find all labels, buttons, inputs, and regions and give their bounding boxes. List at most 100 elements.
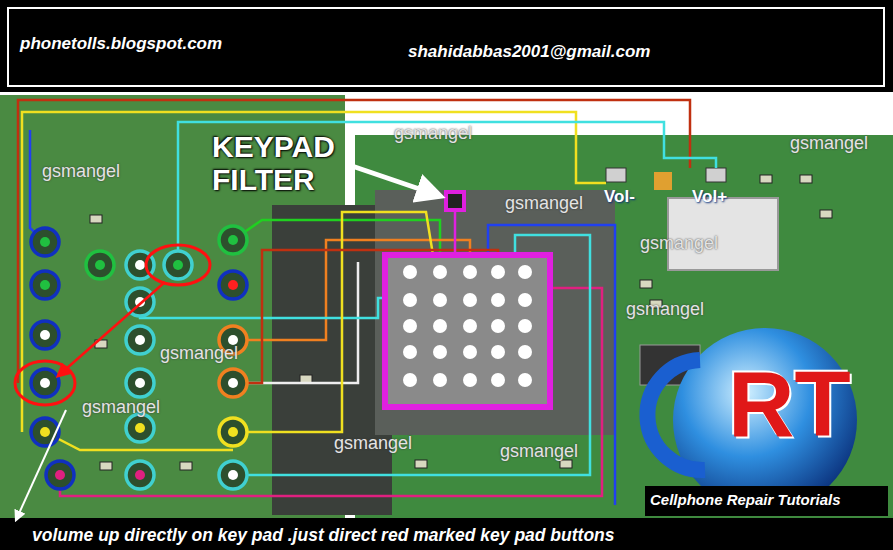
pad-ring	[219, 271, 247, 299]
ball-pad	[463, 265, 477, 279]
chip-area	[375, 190, 615, 435]
pad-ring	[126, 461, 154, 489]
logo-letters: RT	[728, 358, 851, 450]
ball-pad	[491, 373, 505, 387]
pad-ring	[219, 461, 247, 489]
pad-center	[228, 280, 238, 290]
ball-pad	[463, 293, 477, 307]
pad-center	[135, 470, 145, 480]
keypad-pad	[126, 461, 154, 489]
keypad-pad	[31, 418, 59, 446]
pcb-trace	[233, 262, 358, 383]
pcb-trace	[233, 235, 590, 475]
smd-part	[100, 462, 112, 470]
ball-pad	[403, 345, 417, 359]
pad-ring	[126, 326, 154, 354]
pad-ring	[31, 418, 59, 446]
watermark: gsmangel	[500, 442, 578, 462]
pointer-arrow	[16, 410, 66, 520]
pad-center	[135, 423, 145, 433]
pad-center	[40, 378, 50, 388]
ball-pad	[403, 373, 417, 387]
red-mark	[146, 245, 210, 285]
pad-center	[135, 335, 145, 345]
keypad-pads	[31, 226, 247, 489]
ball-pad	[433, 293, 447, 307]
pad-ring	[219, 226, 247, 254]
connector-strip	[272, 205, 392, 515]
note: volume up directly on key pad .just dire…	[32, 526, 615, 545]
ball-pad	[433, 319, 447, 333]
ball-pad	[433, 265, 447, 279]
ball-pad	[403, 293, 417, 307]
ball-pad	[491, 345, 505, 359]
logo-globe	[673, 328, 857, 512]
ball-pad	[403, 319, 417, 333]
watermark: gsmangel	[82, 398, 160, 418]
header-ground	[0, 0, 893, 92]
keypad-pad	[46, 461, 74, 489]
pad-ring	[219, 369, 247, 397]
button-label: Vol+	[692, 188, 727, 207]
pad-center	[228, 470, 238, 480]
pad-ring	[31, 321, 59, 349]
logo-caption: Cellphone Repair Tutorials	[650, 492, 841, 509]
logo-band	[645, 486, 888, 516]
ball-pad	[518, 293, 532, 307]
keypad-pad	[219, 226, 247, 254]
logo-swoosh	[647, 360, 705, 470]
header-frame	[8, 8, 884, 86]
ball-pad	[518, 319, 532, 333]
keypad-pad	[31, 228, 59, 256]
pcb-trace	[178, 122, 716, 255]
smd-part	[90, 215, 102, 223]
pcb-trace	[140, 298, 410, 318]
cpu-outline	[385, 255, 550, 407]
smd-part	[640, 280, 652, 288]
pad-center	[173, 260, 183, 270]
watermark: gsmangel	[42, 162, 120, 182]
pad-center	[228, 235, 238, 245]
smd-part	[820, 210, 832, 218]
pad-ring	[126, 369, 154, 397]
pad-center	[95, 260, 105, 270]
ball-pad	[463, 345, 477, 359]
pad-center	[228, 378, 238, 388]
pad-center	[40, 427, 50, 437]
jumper-arrow	[58, 282, 165, 376]
header-text: phonetolls.blogspot.com	[20, 34, 222, 54]
keypad-pad	[219, 271, 247, 299]
vol-plus-button	[706, 168, 726, 182]
ball-pad	[433, 345, 447, 359]
pad-ring	[164, 251, 192, 279]
ball-pad	[518, 265, 532, 279]
watermark: gsmangel	[160, 344, 238, 364]
ball-pad	[491, 265, 505, 279]
keypad-pad	[126, 326, 154, 354]
keypad-pad	[31, 369, 59, 397]
smd-part	[800, 175, 812, 183]
pcb-trace	[454, 210, 457, 255]
pad-center	[135, 378, 145, 388]
watermark: gsmangel	[790, 134, 868, 154]
pointer-arrow	[352, 166, 440, 196]
watermark: gsmangel	[334, 434, 412, 454]
pad-center	[55, 470, 65, 480]
smd-part	[760, 175, 772, 183]
pad-ring	[31, 271, 59, 299]
pad-center	[228, 427, 238, 437]
keypad-pad	[219, 418, 247, 446]
callout-label: KEYPAD FILTER	[212, 130, 382, 196]
keypad-pad	[126, 369, 154, 397]
pad-ring	[31, 228, 59, 256]
pad-center	[40, 237, 50, 247]
ball-grid	[403, 265, 532, 387]
smd-part	[560, 460, 572, 468]
ball-pad	[433, 373, 447, 387]
keypad-pad	[164, 251, 192, 279]
pcb-trace	[22, 112, 606, 432]
ball-pad	[463, 319, 477, 333]
ball-pad	[518, 345, 532, 359]
bottom-band	[0, 518, 893, 550]
ball-pad	[491, 293, 505, 307]
